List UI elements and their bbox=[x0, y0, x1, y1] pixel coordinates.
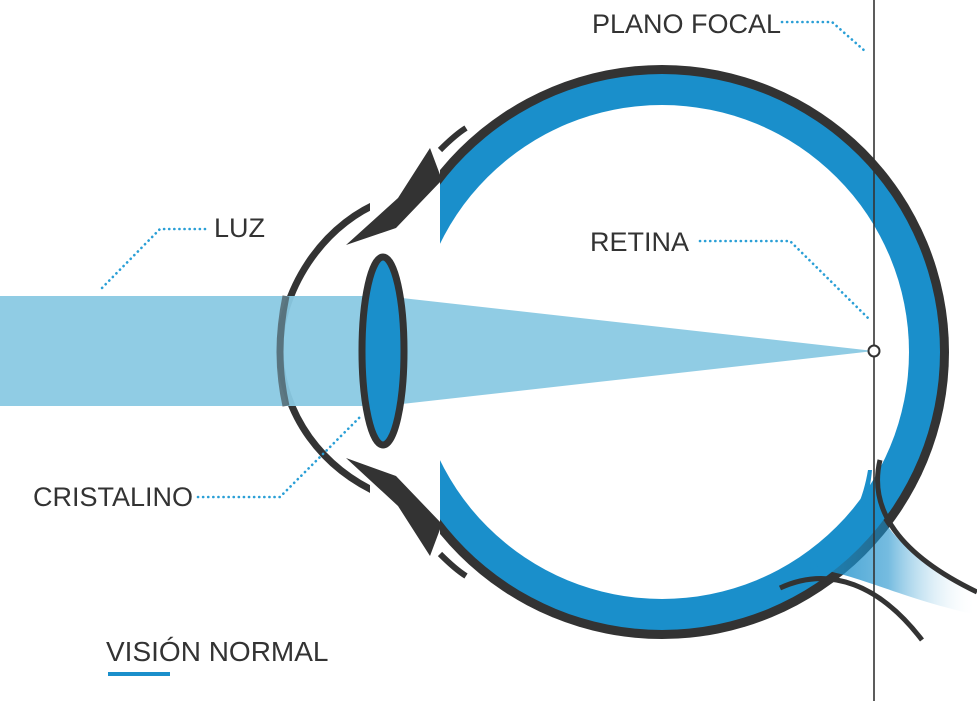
focal-point bbox=[867, 344, 881, 358]
converging-light bbox=[384, 296, 874, 406]
iris-lower bbox=[346, 458, 442, 556]
focal-plane-label: PLANO FOCAL bbox=[592, 9, 781, 39]
light-leader bbox=[98, 227, 207, 292]
retina-label: RETINA bbox=[590, 227, 689, 257]
lens bbox=[358, 253, 408, 449]
cornea-over-beam bbox=[276, 295, 290, 407]
iris-upper bbox=[346, 148, 442, 245]
lens-label: CRISTALINO bbox=[33, 482, 193, 512]
eyeball-edge-upper bbox=[437, 125, 468, 153]
light-beam bbox=[0, 296, 384, 406]
optic-nerve-lower-line bbox=[778, 576, 924, 642]
eyeball-edge-lower bbox=[437, 551, 468, 579]
retina-leader bbox=[698, 239, 870, 320]
optic-nerve-upper-line bbox=[875, 459, 977, 595]
diagram-title: VISIÓN NORMAL bbox=[106, 636, 328, 667]
lens-leader bbox=[196, 415, 362, 499]
focal-plane-leader bbox=[780, 20, 868, 54]
light-label: LUZ bbox=[214, 213, 265, 243]
title-underline bbox=[108, 672, 170, 676]
